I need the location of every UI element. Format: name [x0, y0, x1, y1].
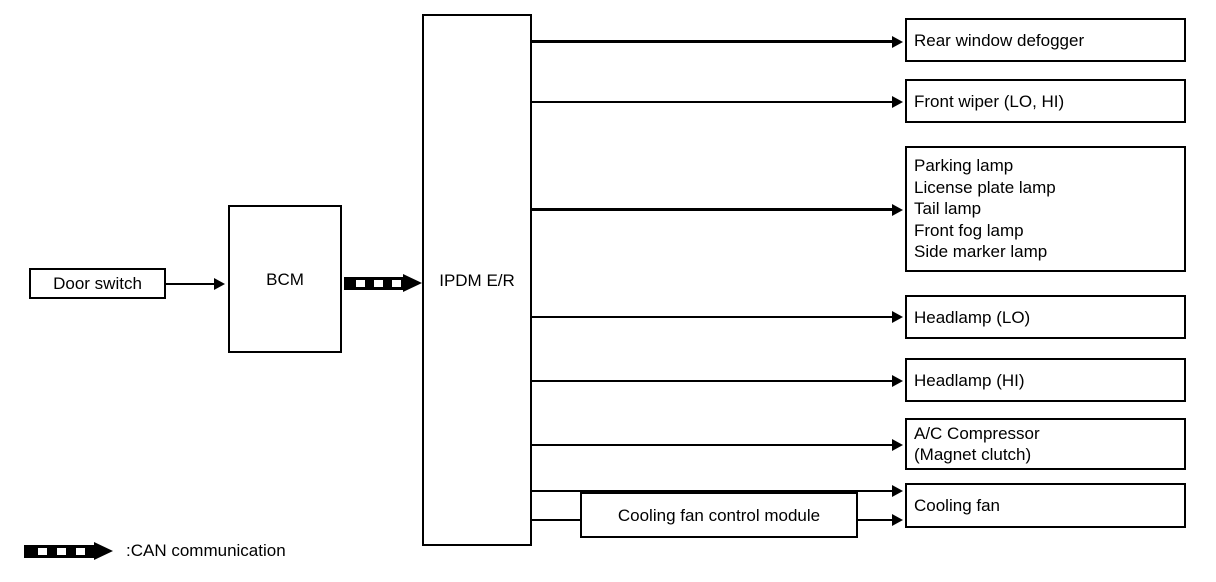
output-label-headlamp-lo: Headlamp (LO)	[914, 307, 1031, 327]
legend-can-gap-2	[57, 547, 66, 555]
arrow-door-switch-to-bcm	[214, 277, 225, 290]
node-cooling-fan-control-module-label: Cooling fan control module	[617, 505, 821, 525]
output-box-headlamp-hi: Headlamp (HI)	[905, 358, 1186, 402]
output-box-front-wiper: Front wiper (LO, HI)	[905, 79, 1186, 123]
connector-cooling-fan-control-module-to-cooling-fan	[858, 519, 893, 521]
node-door-switch: Door switch	[29, 268, 166, 299]
connector-bcm-to-ipdm-can	[344, 274, 422, 292]
connector-ipdm-to-headlamp-lo	[532, 316, 893, 318]
connector-door-switch-to-bcm	[166, 283, 216, 285]
node-door-switch-label: Door switch	[53, 274, 142, 293]
arrow-headlamp-hi	[892, 375, 903, 387]
connector-ipdm-to-ac-compressor	[532, 444, 893, 446]
output-box-ac-compressor: A/C Compressor (Magnet clutch)	[905, 418, 1186, 470]
arrow-lamps	[892, 203, 903, 216]
output-label-lamps: Parking lamp License plate lamp Tail lam…	[914, 156, 1056, 262]
arrow-cooling-fan-via-module	[892, 514, 903, 526]
can-gap-3	[392, 280, 401, 287]
legend-can-arrow-icon	[24, 541, 120, 560]
arrow-front-wiper	[892, 96, 903, 108]
can-gap-1	[356, 280, 365, 287]
output-label-rear-window-defogger: Rear window defogger	[914, 30, 1085, 50]
node-bcm-label: BCM	[266, 269, 304, 289]
output-label-headlamp-hi: Headlamp (HI)	[914, 370, 1025, 390]
connector-ipdm-to-cooling-fan-control-module	[532, 519, 580, 521]
arrow-cooling-fan-direct	[892, 485, 903, 497]
legend-can-gap-1	[38, 547, 47, 555]
legend-can-gap-3	[76, 547, 85, 555]
legend-can-arrow-head	[94, 541, 113, 560]
connector-ipdm-to-headlamp-hi	[532, 380, 893, 382]
can-gap-2	[374, 280, 383, 287]
connector-ipdm-to-lamps	[532, 208, 893, 211]
legend-can-arrow	[24, 541, 120, 560]
output-box-rear-window-defogger: Rear window defogger	[905, 18, 1186, 62]
output-box-lamps: Parking lamp License plate lamp Tail lam…	[905, 146, 1186, 272]
legend: :CAN communication	[24, 538, 286, 564]
output-label-ac-compressor: A/C Compressor (Magnet clutch)	[914, 423, 1040, 465]
output-box-headlamp-lo: Headlamp (LO)	[905, 295, 1186, 339]
output-label-cooling-fan: Cooling fan	[914, 496, 1001, 515]
node-ipdm-er-label: IPDM E/R	[439, 270, 515, 290]
arrow-rear-window-defogger	[892, 35, 903, 48]
can-arrow-head	[403, 274, 422, 292]
node-ipdm-er: IPDM E/R	[422, 14, 532, 546]
node-cooling-fan-control-module: Cooling fan control module	[580, 492, 858, 538]
node-bcm: BCM	[228, 205, 342, 353]
legend-can-label: :CAN communication	[126, 541, 286, 560]
output-label-front-wiper: Front wiper (LO, HI)	[914, 91, 1065, 111]
arrow-ac-compressor	[892, 439, 903, 451]
connector-ipdm-to-cooling-fan-direct	[532, 490, 893, 492]
connector-ipdm-to-front-wiper	[532, 101, 893, 103]
arrow-headlamp-lo	[892, 311, 903, 323]
output-box-cooling-fan: Cooling fan	[905, 483, 1186, 528]
connector-ipdm-to-rear-window-defogger	[532, 40, 893, 43]
